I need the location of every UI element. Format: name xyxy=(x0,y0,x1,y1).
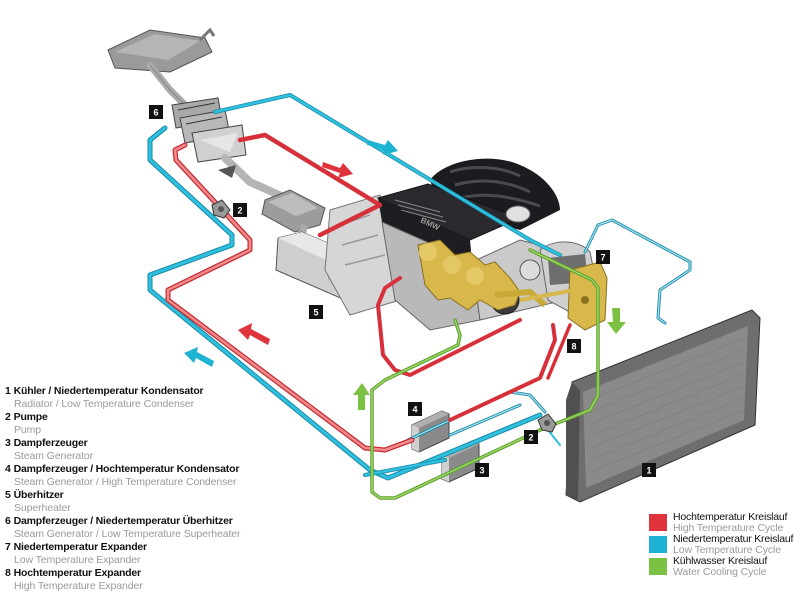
legend-label-en: High Temperature Expander xyxy=(14,580,143,592)
label-7: 7 xyxy=(596,250,610,264)
label-2-low: 2 xyxy=(524,430,538,444)
svg-text:2: 2 xyxy=(528,433,533,443)
cycle-label-de: Hochtemperatur Kreislauf xyxy=(673,511,788,523)
pump-low-temp xyxy=(537,413,557,433)
legend-label-de: Pumpe xyxy=(13,411,48,423)
low-temp-swatch xyxy=(649,536,667,553)
legend-number: 5 xyxy=(5,489,11,501)
cooling-cycle-pipes xyxy=(370,248,600,500)
legend-label-en: Steam Generator xyxy=(14,450,94,462)
legend-number: 3 xyxy=(5,437,11,449)
legend-number: 7 xyxy=(5,541,11,553)
arrow-cooling-up xyxy=(353,383,370,410)
steam-generator-high-cond xyxy=(411,410,450,453)
cycle-legend: Hochtemperatur Kreislauf High Temperatur… xyxy=(649,512,799,578)
legend-label-en: Radiator / Low Temperature Condenser xyxy=(14,398,195,410)
label-1: 1 xyxy=(642,463,656,477)
legend-label-en: Low Temperature Expander xyxy=(14,554,141,566)
legend-label-en: Pump xyxy=(14,424,42,436)
cycle-label-de: Niedertemperatur Kreislauf xyxy=(673,533,794,545)
low-temp-cycle-pipes xyxy=(147,93,692,481)
legend-number: 4 xyxy=(5,463,11,475)
legend-label-de: Niedertemperatur Expander xyxy=(13,541,147,553)
engine: BMW xyxy=(324,158,566,331)
cycle-label-en: Water Cooling Cycle xyxy=(673,566,767,578)
component-number-labels: 6 2 5 7 8 4 2 3 1 xyxy=(149,105,656,477)
cycle-item-high-temp: Hochtemperatur Kreislauf High Temperatur… xyxy=(649,512,799,534)
legend-label-de: Hochtemperatur Expander xyxy=(13,567,141,579)
cycle-item-low-temp: Niedertemperatur Kreislauf Low Temperatu… xyxy=(649,534,799,556)
legend-number: 1 xyxy=(5,385,11,397)
svg-text:6: 6 xyxy=(153,108,158,118)
label-4: 4 xyxy=(408,402,422,416)
label-6: 6 xyxy=(149,105,163,119)
high-temp-swatch xyxy=(649,514,667,531)
svg-text:1: 1 xyxy=(646,466,651,476)
cycle-label-de: Kühlwasser Kreislauf xyxy=(673,555,768,567)
legend-label-en: Steam Generator / High Temperature Conde… xyxy=(14,476,237,488)
radiator xyxy=(565,309,761,503)
legend-number: 2 xyxy=(5,411,11,423)
legend-label-de: Dampferzeuger / Niedertemperatur Überhit… xyxy=(13,515,233,527)
arrow-low-temp-return xyxy=(184,347,214,367)
arrow-low-temp-forward xyxy=(367,140,398,155)
arrow-high-temp-return xyxy=(238,323,270,345)
svg-text:7: 7 xyxy=(600,253,605,263)
svg-text:5: 5 xyxy=(313,308,318,318)
legend-number: 8 xyxy=(5,567,11,579)
legend-label-de: Dampferzeuger / Hochtemperatur Kondensat… xyxy=(13,463,240,475)
legend-label-de: Überhitzer xyxy=(13,489,64,501)
label-5: 5 xyxy=(309,305,323,319)
legend-number: 6 xyxy=(5,515,11,527)
svg-text:2: 2 xyxy=(237,206,242,216)
legend-label-en: Superheater xyxy=(14,502,71,514)
cooling-swatch xyxy=(649,558,667,575)
high-temp-cycle-pipes xyxy=(165,132,572,453)
arrow-high-temp-forward xyxy=(322,162,353,178)
legend-label-de: Dampferzeuger xyxy=(13,437,88,449)
label-3: 3 xyxy=(475,463,489,477)
legend-label-de: Kühler / Niedertemperatur Kondensator xyxy=(13,385,204,397)
legend-label-en: Steam Generator / Low Temperature Superh… xyxy=(14,528,241,540)
rear-muffler xyxy=(107,27,216,109)
cycle-label-en: Low Temperature Cycle xyxy=(673,544,782,556)
svg-text:4: 4 xyxy=(412,405,417,415)
svg-text:3: 3 xyxy=(479,466,484,476)
flow-arrows xyxy=(184,140,626,410)
pump-high-temp xyxy=(211,199,231,219)
steam-generator-low-superheater xyxy=(171,97,247,163)
cycle-label-en: High Temperature Cycle xyxy=(673,522,784,534)
label-8: 8 xyxy=(567,339,581,353)
arrow-cooling-down xyxy=(607,308,626,334)
svg-text:8: 8 xyxy=(571,342,576,352)
cycle-item-cooling: Kühlwasser Kreislauf Water Cooling Cycle xyxy=(649,556,799,578)
label-2-high: 2 xyxy=(233,203,247,217)
